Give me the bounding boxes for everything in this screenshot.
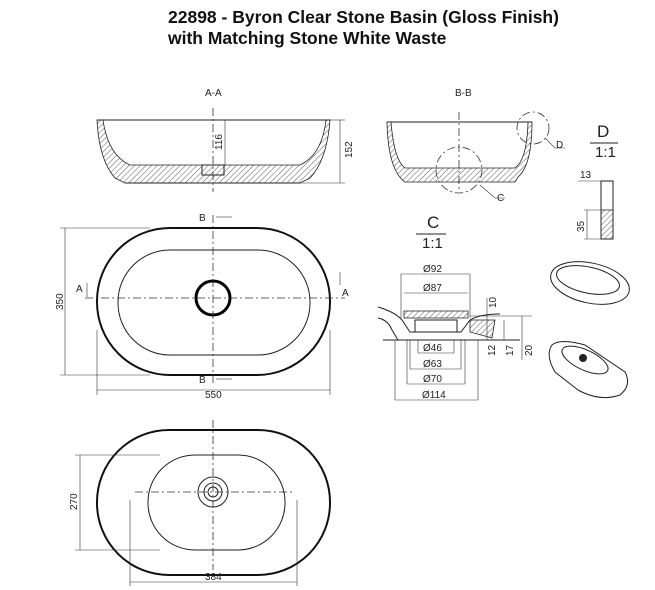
- section-a-a: A-A 116 152: [96, 88, 355, 192]
- dim-d63: Ø63: [423, 359, 442, 370]
- section-b-top: B: [199, 213, 206, 224]
- detail-c-marker: C: [497, 193, 504, 204]
- detail-d-label: D: [597, 122, 609, 141]
- section-b-b-label: B-B: [455, 88, 472, 99]
- detail-d: D 1:1 13 35: [576, 122, 618, 240]
- dim-d46: Ø46: [423, 343, 442, 354]
- section-b-bottom: B: [199, 375, 206, 386]
- detail-d-marker: D: [556, 140, 563, 151]
- dim-width-384: 384: [205, 572, 222, 583]
- detail-c-scale: 1:1: [422, 235, 443, 252]
- dim-rim-depth: 35: [576, 220, 587, 232]
- detail-d-scale: 1:1: [595, 144, 616, 161]
- dim-h10: 10: [488, 296, 499, 308]
- dim-height: 152: [344, 141, 355, 158]
- dim-d114: Ø114: [422, 390, 446, 401]
- section-b-b: B-B C D: [386, 88, 565, 204]
- bottom-view: 270 384: [69, 420, 331, 586]
- dim-h20: 20: [524, 344, 535, 356]
- detail-c: C 1:1 Ø92 Ø87 10 12 17 20 Ø46 Ø63 Ø70 Ø1…: [377, 213, 535, 401]
- detail-c-label: C: [427, 213, 439, 232]
- dim-depth-350: 350: [55, 293, 66, 310]
- dim-h17: 17: [505, 344, 516, 356]
- dim-width-550: 550: [205, 390, 222, 401]
- drawing-title: 22898 - Byron Clear Stone Basin (Gloss F…: [168, 7, 559, 49]
- title-line-2: with Matching Stone White Waste: [168, 28, 447, 48]
- dim-d70: Ø70: [423, 374, 442, 385]
- dim-inner-depth: 116: [214, 134, 225, 150]
- dim-depth-270: 270: [69, 493, 80, 510]
- dim-d92: Ø92: [423, 264, 442, 275]
- section-a-a-label: A-A: [205, 88, 222, 99]
- title-line-1: 22898 - Byron Clear Stone Basin (Gloss F…: [168, 7, 559, 27]
- section-a-right: A: [342, 288, 349, 299]
- isometric-views: [548, 261, 630, 399]
- section-a-left: A: [76, 284, 83, 295]
- dim-d87: Ø87: [423, 283, 442, 294]
- dim-h12: 12: [487, 344, 498, 356]
- top-view: B B A A 350 550: [55, 213, 349, 401]
- dim-rim-thickness: 13: [580, 170, 592, 181]
